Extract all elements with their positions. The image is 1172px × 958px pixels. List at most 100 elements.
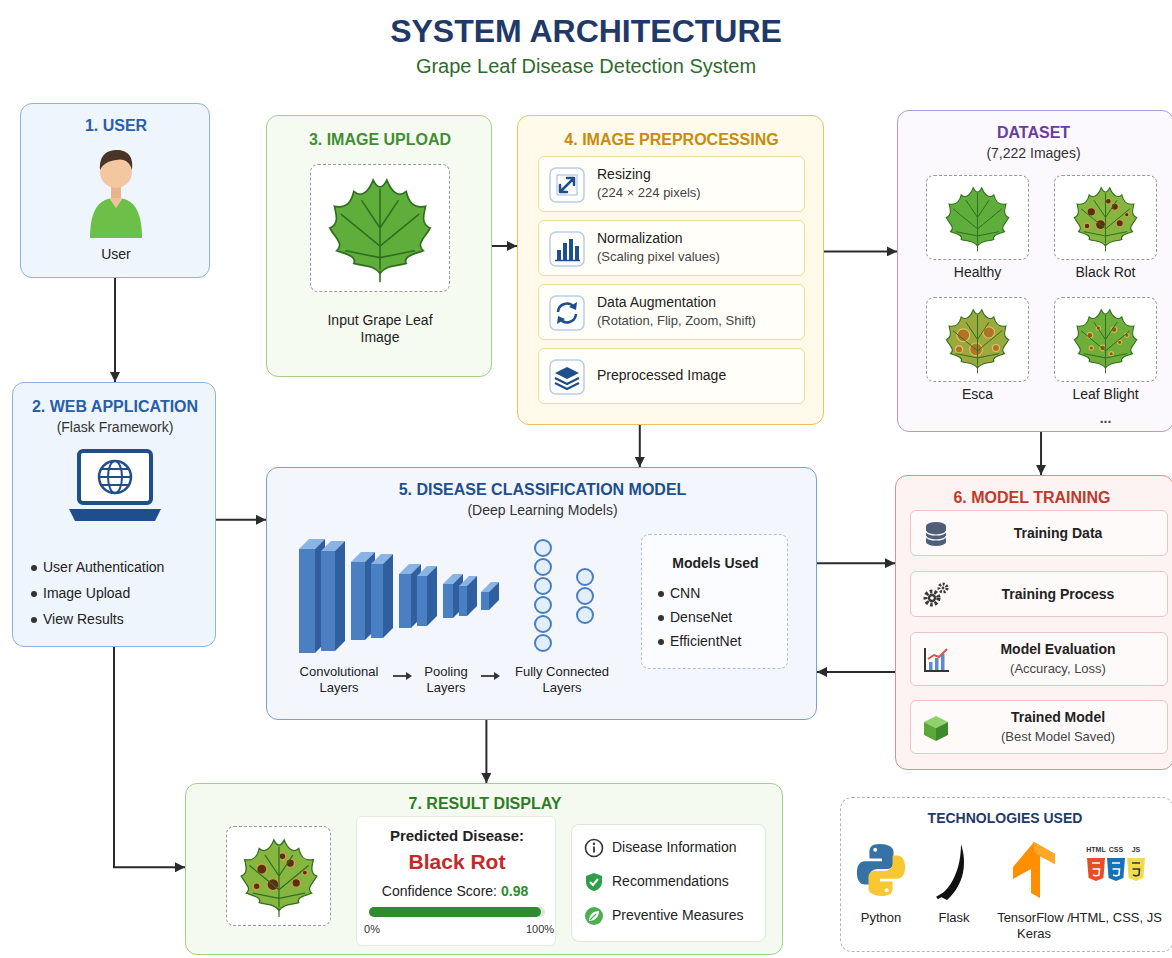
- leaf-illustration: [323, 171, 437, 285]
- shape-part: [868, 856, 905, 896]
- shape-part: [1092, 863, 1100, 876]
- shape-part: [593, 843, 595, 845]
- diagram-subtitle: Grape Leaf Disease Detection System: [0, 54, 1172, 78]
- shape-part: [555, 260, 580, 262]
- shape-part: [494, 672, 500, 680]
- axis-label: 100%: [523, 923, 557, 936]
- shape-part: [69, 509, 161, 521]
- shape-part: [351, 562, 365, 640]
- layer-label: Fully Connected Layers: [505, 664, 619, 695]
- step-box: Preprocessed Image: [538, 348, 805, 404]
- bullet-dot: [658, 639, 664, 645]
- shape-part: [550, 296, 584, 330]
- shape-part: [930, 596, 934, 600]
- shape-part: [1013, 842, 1055, 898]
- box-title: DATASET: [898, 123, 1169, 142]
- shape-part: [577, 588, 593, 604]
- class-label: Leaf Blight: [1044, 386, 1167, 403]
- shape-part: [1107, 858, 1125, 881]
- shape-part: [399, 574, 411, 628]
- step-icon: [549, 231, 585, 267]
- list-title: Models Used: [642, 555, 789, 572]
- shield-icon: [584, 872, 604, 892]
- shape-part: [1109, 352, 1113, 356]
- shape-part: [1127, 858, 1145, 881]
- shape-part: [925, 648, 949, 671]
- process-box: 2. WEB APPLICATION(Flask Framework)User …: [12, 382, 216, 647]
- shape-part: [575, 246, 579, 260]
- connector-arrow: [639, 425, 641, 467]
- axis-label: 0%: [357, 923, 387, 936]
- shape-part: [371, 564, 383, 638]
- step-title: Training Process: [955, 586, 1161, 603]
- shape-part: [953, 315, 1001, 373]
- tech-box: TECHNOLOGIES USEDPythonFlaskTensorFlow /…: [840, 797, 1172, 952]
- list-item: DenseNet: [670, 609, 785, 626]
- step-detail: (Accuracy, Loss): [955, 661, 1161, 677]
- list-item: CNN: [670, 585, 785, 602]
- step-icon: [549, 359, 585, 395]
- bullet-dot: [31, 617, 37, 623]
- shape-part: [489, 582, 499, 610]
- shape-part: [79, 451, 151, 503]
- shape-part: [535, 559, 551, 575]
- shape-part: [555, 367, 579, 379]
- shape-part: [557, 175, 577, 195]
- connector-arrow: [216, 519, 266, 521]
- step-icon: [921, 713, 951, 743]
- shape-part: [99, 461, 131, 493]
- model-list: Models UsedCNNDenseNetEfficientNet: [641, 534, 788, 669]
- shape-part: [249, 847, 307, 917]
- shape-part: [926, 531, 946, 540]
- shape-part: [1034, 842, 1055, 864]
- shape-part: [941, 654, 945, 670]
- box-title: 2. WEB APPLICATION: [13, 397, 217, 416]
- shape-part: [481, 592, 489, 610]
- network-illustration: [293, 530, 623, 662]
- result-box: 7. RESULT DISPLAYPredicted Disease:Black…: [185, 783, 783, 955]
- user-icon: [86, 142, 146, 238]
- dataset-sample: Leaf Blight: [1054, 297, 1157, 409]
- shape-part: [1132, 863, 1140, 876]
- step-box: Resizing(224 × 224 pixels): [538, 156, 805, 212]
- feature-item: View Results: [43, 611, 213, 628]
- shape-part: [109, 198, 123, 208]
- shape-part: [1081, 315, 1129, 373]
- shape-part: [535, 616, 551, 632]
- info-item: Recommendations: [612, 873, 762, 890]
- step-detail: (Rotation, Flip, Zoom, Shift): [597, 313, 802, 329]
- layer-label: Pooling Layers: [415, 664, 477, 695]
- shape-part: [928, 594, 936, 602]
- shape-part: [577, 569, 593, 585]
- diagram-title: SYSTEM ARCHITECTURE: [0, 12, 1172, 50]
- shape-part: [560, 178, 574, 192]
- actor-label: User: [21, 246, 211, 263]
- progress-track: [369, 907, 545, 917]
- box-caption: Input Grape Leaf Image: [320, 312, 440, 346]
- progress-fill: [369, 907, 541, 917]
- shape-part: [926, 592, 939, 605]
- shape-part: [924, 722, 936, 741]
- step-title: Training Data: [955, 525, 1161, 542]
- tech-label: Flask: [924, 910, 984, 926]
- box-subtitle: (Deep Learning Models): [267, 502, 818, 519]
- shape-part: [406, 672, 412, 680]
- leaf-illustration: [1070, 304, 1141, 375]
- shape-part: [577, 607, 593, 623]
- shape-part: [935, 658, 939, 670]
- shape-part: [942, 587, 945, 590]
- step-box: Normalization(Scaling pixel values): [538, 220, 805, 276]
- step-detail: (Best Model Saved): [955, 729, 1161, 745]
- shape-part: [555, 383, 579, 389]
- shape-part: [939, 584, 947, 592]
- shape-part: [885, 888, 889, 892]
- step-box: Training Data: [910, 510, 1168, 556]
- css-logo: [1107, 858, 1125, 882]
- shape-part: [928, 649, 947, 659]
- box-subtitle: (Flask Framework): [13, 419, 217, 436]
- info-icon: [584, 838, 604, 858]
- step-box: Trained Model(Best Model Saved): [910, 700, 1168, 754]
- score-value: 0.98: [501, 883, 551, 900]
- step-title: Data Augmentation: [597, 294, 797, 311]
